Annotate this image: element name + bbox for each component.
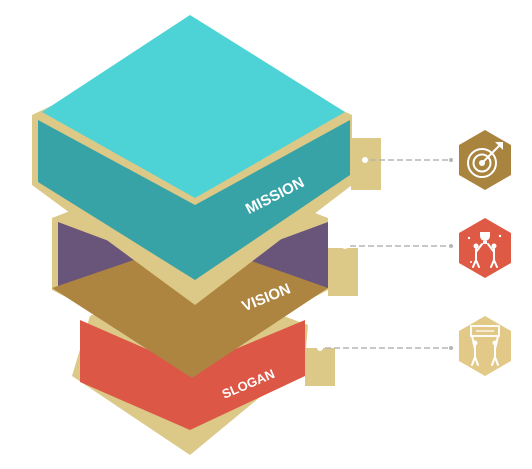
slogan-front-left (80, 320, 190, 430)
people-lifting-trophy-icon (459, 218, 511, 278)
people-bodies (472, 243, 498, 268)
mission-connector-end (449, 158, 453, 162)
banner (470, 325, 500, 337)
target-outer-ring (467, 148, 497, 178)
mission-front-right (195, 120, 350, 280)
slogan-connector-end (449, 346, 453, 350)
slogan-front-right (190, 320, 305, 430)
mission-front-left (38, 120, 195, 280)
person-right-head (491, 243, 497, 249)
vision-connector-end (449, 244, 453, 248)
slogan-icon-hexagon (459, 316, 511, 376)
mission-tab (351, 138, 381, 190)
confetti-dot (498, 234, 502, 238)
slogan-connector (305, 345, 453, 386)
slogan-connector-dot (317, 345, 323, 351)
mission-connector (351, 138, 453, 190)
person-left-head (473, 243, 479, 249)
vision-top-face (52, 240, 328, 378)
people-bodies (471, 335, 499, 366)
target-with-arrow-icon (459, 130, 511, 190)
confetti-dot (467, 236, 471, 240)
trophy-cup (480, 232, 490, 244)
slogan-tab (305, 348, 335, 386)
vision-icon-hexagon (459, 218, 511, 278)
vision-connector-dot (342, 243, 348, 249)
mission-top-face (42, 15, 345, 198)
arrow-fletching (495, 142, 503, 150)
confetti-dot (470, 261, 472, 263)
vision-tab (328, 248, 358, 296)
target-middle-ring (472, 153, 492, 173)
vision-connector (328, 243, 453, 296)
mission-connector-dot (362, 157, 368, 163)
people-holding-banner-icon (459, 316, 511, 376)
mission-layer: MISSION (32, 15, 352, 305)
arrow-shaft (481, 145, 500, 164)
